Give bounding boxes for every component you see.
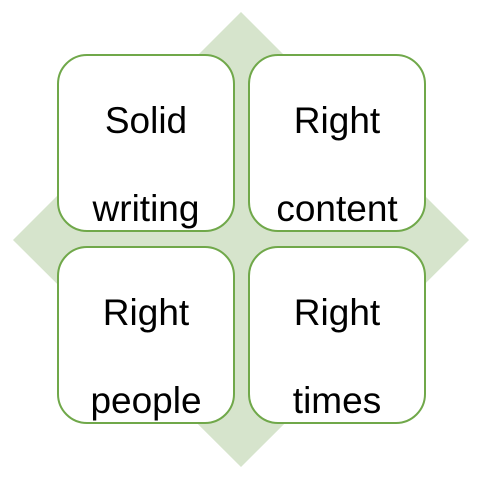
card-label-line2: people [90,380,202,421]
card-label-line2: writing [92,188,200,229]
card-label-line2: content [276,188,398,229]
card-label: Solid writing [93,55,200,231]
card-label-line1: Right [293,292,381,333]
card-label-line1: Right [293,100,381,141]
card-label-line1: Solid [104,100,188,141]
card-label: Right people [90,247,201,423]
card-right-times: Right times [248,246,426,424]
card-label: Right times [293,247,381,423]
card-label-line2: times [292,380,382,421]
card-solid-writing: Solid writing [57,54,235,232]
card-right-content: Right content [248,54,426,232]
card-right-people: Right people [57,246,235,424]
card-label: Right content [276,55,397,231]
card-label-line1: Right [102,292,190,333]
